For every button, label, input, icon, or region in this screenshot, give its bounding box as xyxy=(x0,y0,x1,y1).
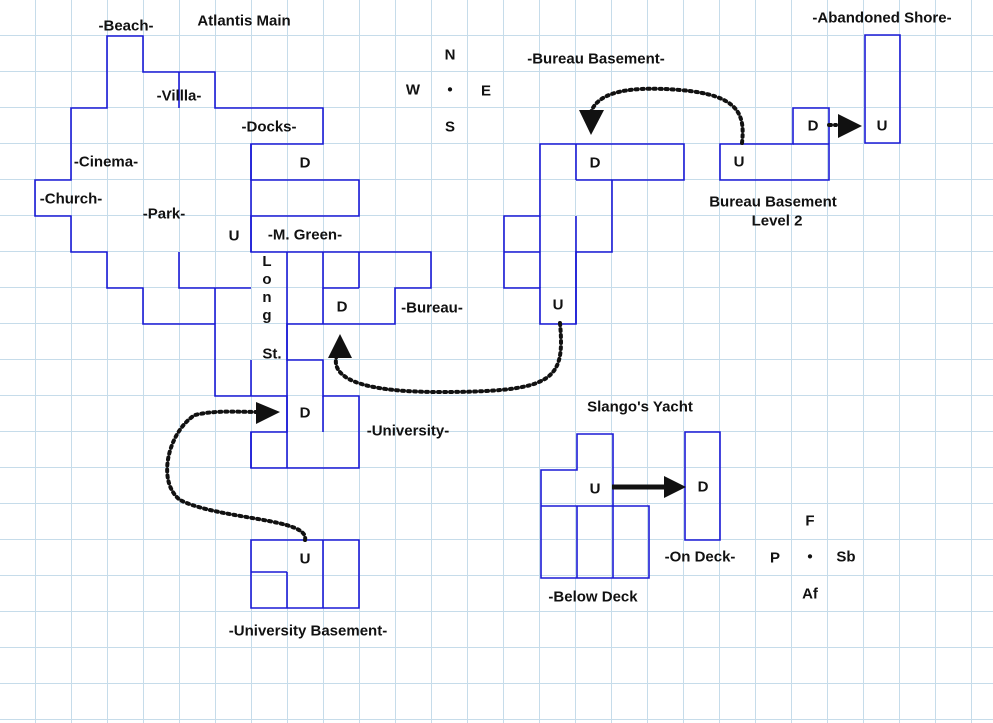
compass-north: N xyxy=(444,46,456,64)
region-title-slangos-yacht: Slango's Yacht xyxy=(587,398,693,416)
area-label-bureau-basement-level2-line1: Bureau Basement xyxy=(709,193,837,211)
area-label-university-basement: -University Basement- xyxy=(228,622,388,640)
area-label-docks: -Docks- xyxy=(241,118,297,136)
stairs-up-bureau-basement-level2[interactable]: U xyxy=(733,153,745,171)
arrow-to-on-deck-down xyxy=(664,476,686,498)
stairs-up-university-basement[interactable]: U xyxy=(299,550,311,568)
ship-compass-aft: Af xyxy=(802,585,818,603)
stairs-down-bureau-basement-level2[interactable]: D xyxy=(807,117,819,135)
stairs-down-bureau-basement[interactable]: D xyxy=(589,154,601,172)
stairs-down-university[interactable]: D xyxy=(299,404,311,422)
area-label-bureau-basement: -Bureau Basement- xyxy=(527,50,665,68)
area-label-bureau: -Bureau- xyxy=(401,299,463,317)
area-label-m-green: -M. Green- xyxy=(267,226,343,244)
street-letter: n xyxy=(262,289,272,306)
street-label-st: St. xyxy=(262,345,282,363)
street-letter: g xyxy=(262,307,272,324)
stairs-down-on-deck[interactable]: D xyxy=(697,478,709,496)
arrow-to-university-down xyxy=(256,402,280,424)
ship-compass-center: • xyxy=(807,548,813,566)
arrow-to-abandoned-shore-up xyxy=(838,114,862,138)
ship-compass-starboard: Sb xyxy=(836,548,856,566)
area-label-park: -Park- xyxy=(142,205,186,223)
stairs-up-park[interactable]: U xyxy=(228,227,240,245)
stairs-up-abandoned-shore[interactable]: U xyxy=(876,117,888,135)
compass-center: • xyxy=(447,81,453,99)
area-label-beach: -Beach- xyxy=(98,17,154,35)
ship-compass-fore: F xyxy=(805,512,815,530)
area-label-below-deck: -Below Deck xyxy=(548,588,638,606)
area-label-abandoned-shore: -Abandoned Shore- xyxy=(812,9,952,27)
compass-south: S xyxy=(444,118,456,136)
arrow-to-bureau-basement-down xyxy=(579,110,604,135)
area-label-on-deck: -On Deck- xyxy=(664,548,736,566)
stair-arrows xyxy=(256,110,862,498)
region-title-atlantis-main: Atlantis Main xyxy=(197,12,291,30)
stairs-up-below-deck[interactable]: U xyxy=(589,480,601,498)
ship-compass-port: P xyxy=(769,549,781,567)
stairs-down-docks[interactable]: D xyxy=(299,154,311,172)
stairs-up-bureau-basement[interactable]: U xyxy=(552,296,564,314)
street-label-long: L o n g xyxy=(262,254,271,326)
stairs-down-bureau[interactable]: D xyxy=(336,298,348,316)
area-label-university: -University- xyxy=(366,422,450,440)
area-label-cinema: -Cinema- xyxy=(73,153,139,171)
compass-west: W xyxy=(405,81,421,99)
area-label-church: -Church- xyxy=(39,190,103,208)
street-letter: L xyxy=(262,253,272,270)
street-letter: o xyxy=(262,271,272,288)
compass-east: E xyxy=(480,82,492,100)
map-walls xyxy=(34,34,901,609)
stair-connections xyxy=(165,86,838,542)
area-label-bureau-basement-level2-line2: Level 2 xyxy=(751,212,803,230)
area-label-villa: -Villla- xyxy=(156,87,202,105)
arrow-to-bureau-down xyxy=(328,334,352,358)
